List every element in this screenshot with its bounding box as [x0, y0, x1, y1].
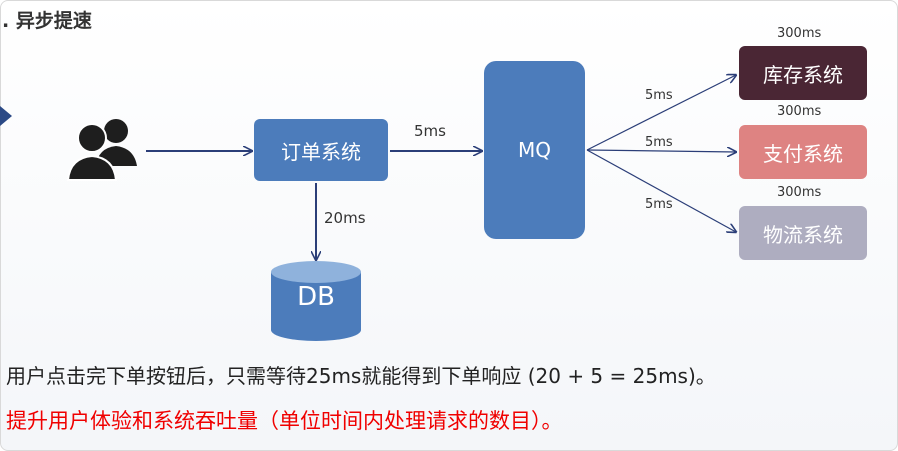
bullet-marker [0, 106, 12, 126]
order-to-db-latency: 20ms [324, 209, 366, 227]
inventory-duration-label: 300ms [777, 26, 822, 41]
highlight-text: 提升用户体验和系统吞吐量（单位时间内处理请求的数目）。 [6, 409, 563, 433]
order-to-mq-latency: 5ms [414, 122, 446, 140]
payment-system-node: 支付系统 [739, 125, 867, 179]
db-label: DB [297, 282, 335, 312]
order-system-node: 订单系统 [254, 119, 388, 181]
logistics-duration-label: 300ms [777, 185, 822, 200]
slide-title: . 异步提速 [2, 10, 92, 32]
mq-to-logistics-latency: 5ms [645, 197, 673, 212]
arrow-mq-to-logistics [586, 149, 736, 232]
payment-duration-label: 300ms [777, 104, 822, 119]
mq-to-inventory-latency: 5ms [645, 88, 673, 103]
arrow-mq-to-payment [586, 150, 736, 152]
arrow-mq-to-inventory [586, 75, 736, 151]
logistics-system-node: 物流系统 [739, 206, 867, 260]
mq-to-payment-latency: 5ms [645, 135, 673, 150]
inventory-system-node: 库存系统 [739, 46, 867, 100]
db-cylinder [271, 261, 361, 341]
users-icon [66, 119, 137, 181]
mq-node: MQ [484, 61, 585, 239]
explanation-text: 用户点击完下单按钮后，只需等待25ms就能得到下单响应 (20 + 5 = 25… [6, 364, 716, 388]
